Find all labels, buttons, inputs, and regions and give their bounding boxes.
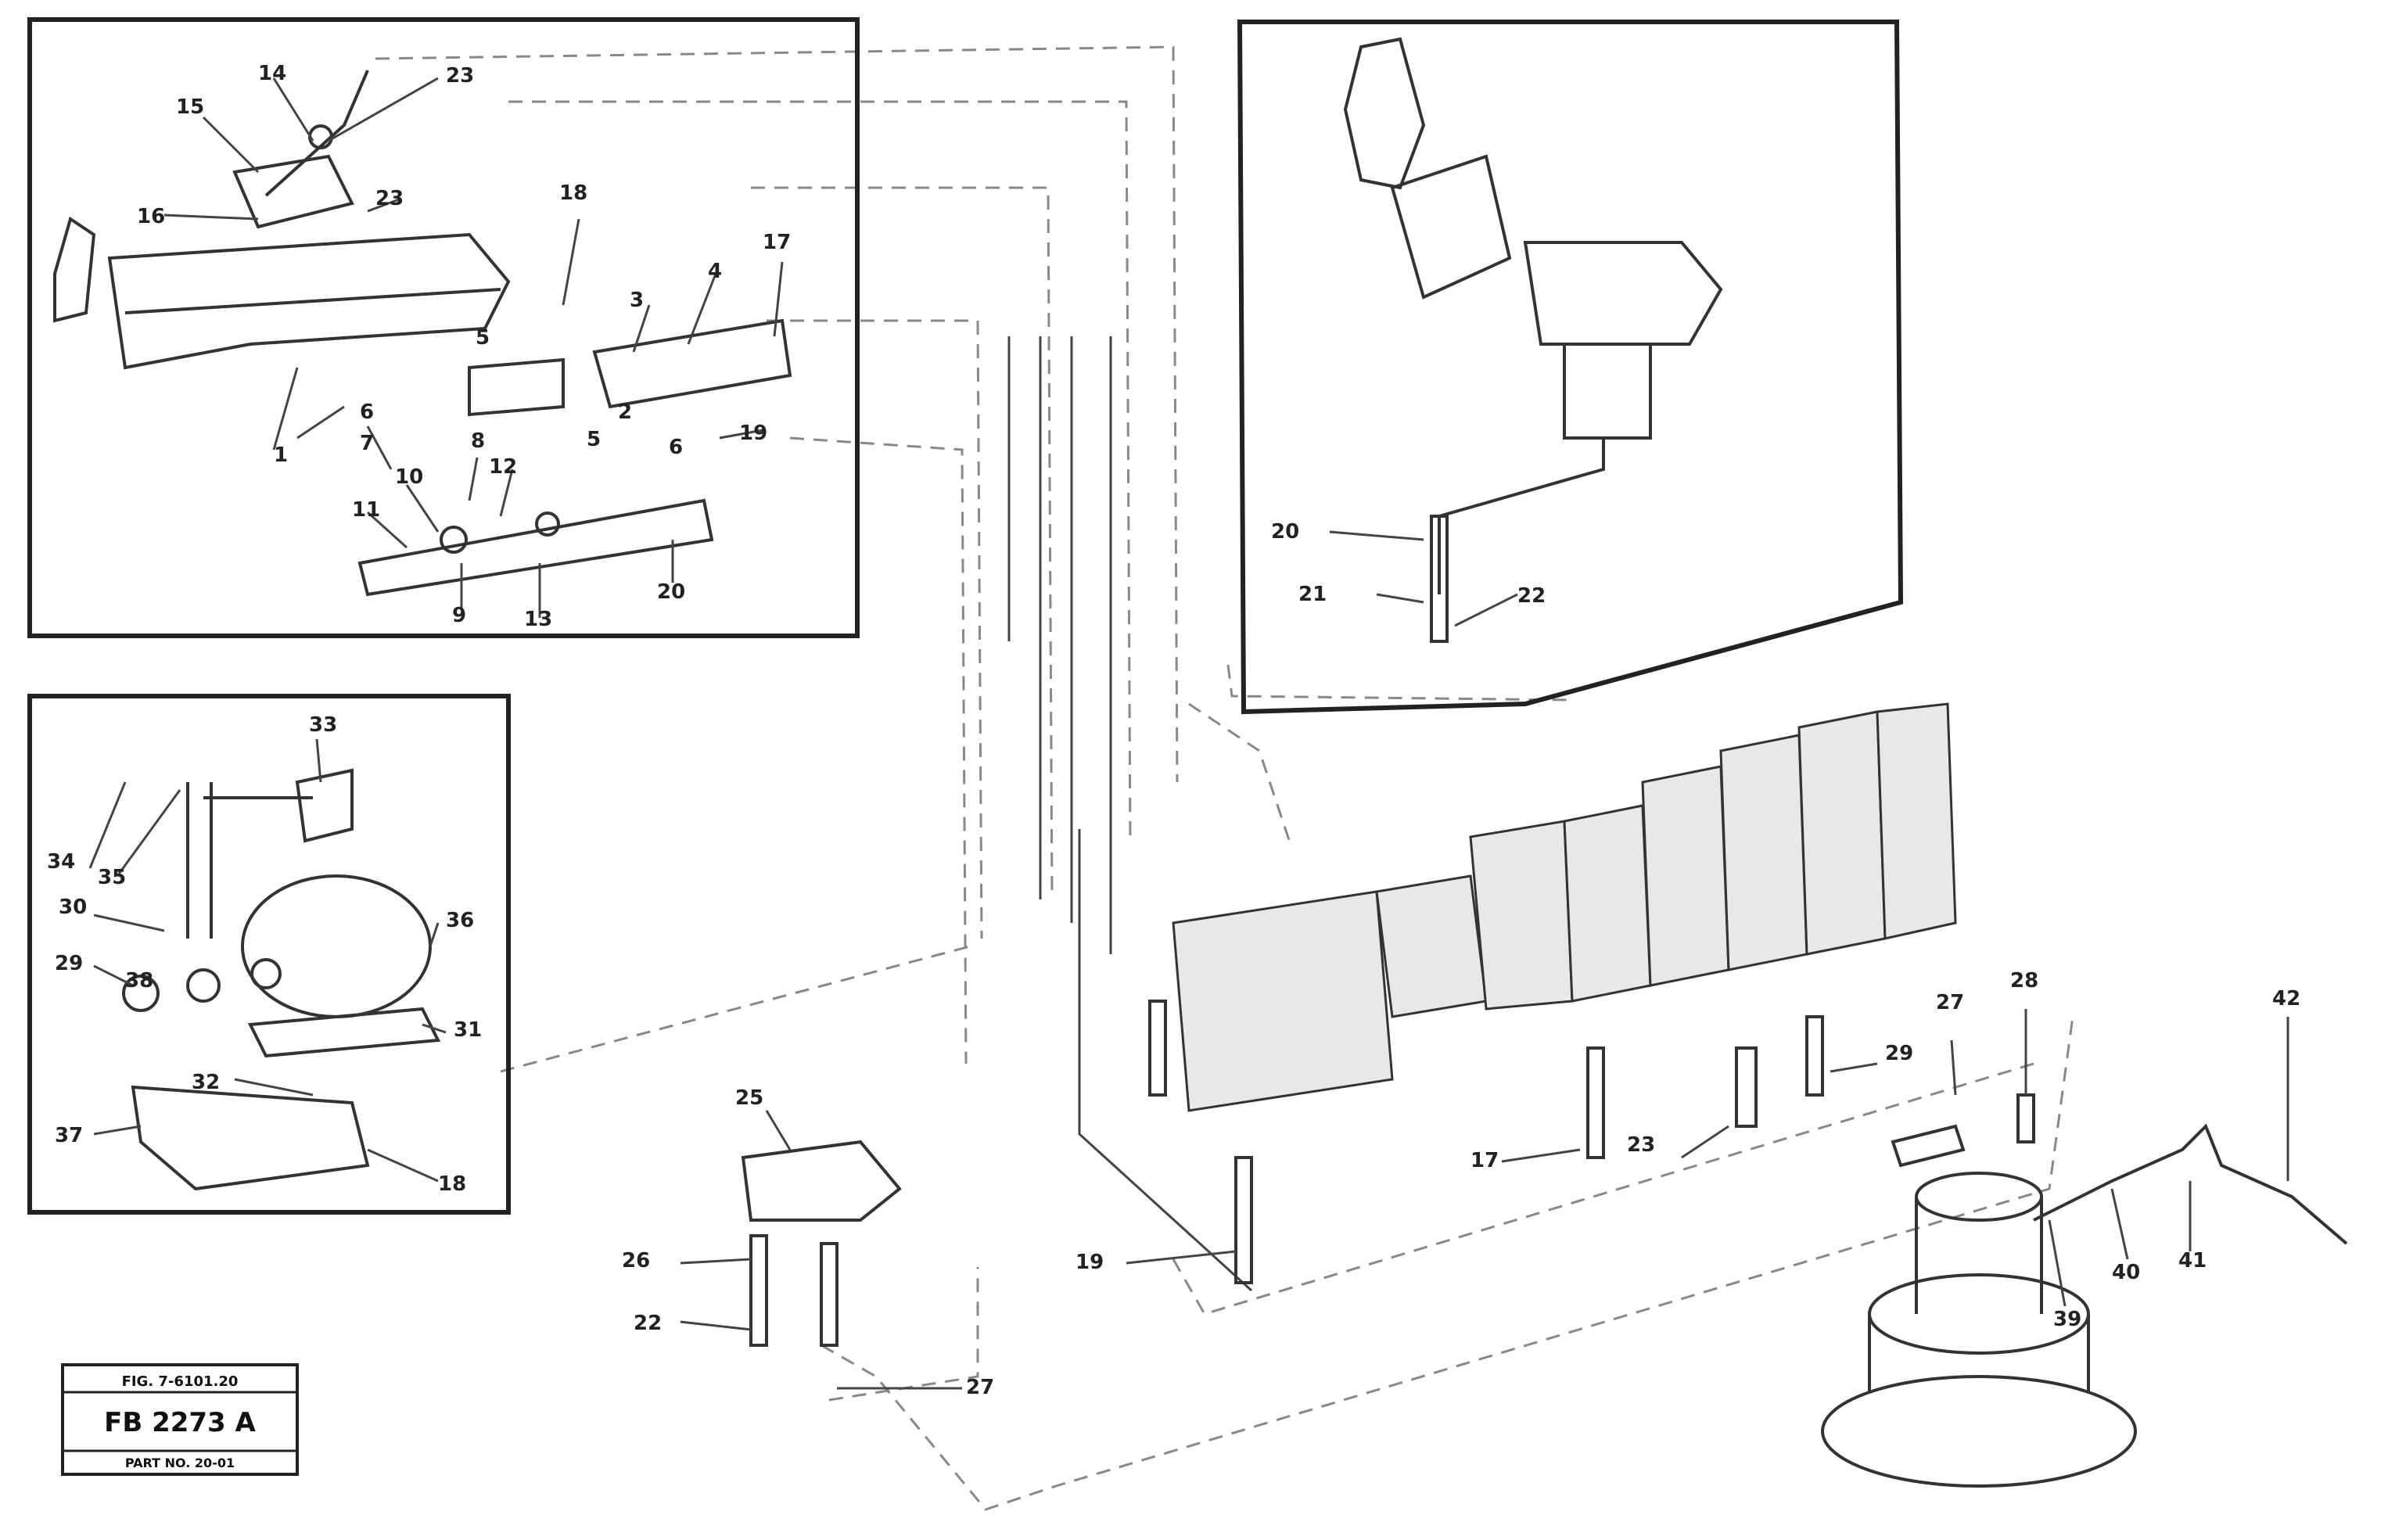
callout-19: 19	[739, 422, 767, 445]
callout-18: 18	[438, 1172, 466, 1196]
callout-23: 23	[1627, 1133, 1655, 1157]
callout-27: 27	[966, 1376, 994, 1399]
bracket	[295, 768, 354, 843]
callout-31: 31	[454, 1018, 482, 1042]
control-lever	[1343, 37, 1426, 190]
pipe-loop	[131, 1085, 370, 1191]
callout-12: 12	[489, 455, 517, 479]
callout-28: 28	[2010, 969, 2038, 993]
callout-5: 5	[476, 326, 490, 350]
swing-motor	[1821, 1017, 2348, 1488]
callout-29: 29	[55, 952, 83, 975]
callout-42: 42	[2272, 987, 2300, 1011]
inset-frame	[27, 694, 511, 1215]
callout-9: 9	[452, 604, 466, 627]
stamp-frame	[61, 1363, 299, 1476]
callout-14: 14	[258, 62, 286, 85]
callout-39: 39	[2053, 1308, 2081, 1331]
main-control-valve	[1126, 702, 2035, 1284]
callout-17: 17	[763, 231, 791, 254]
pilot-valve-body	[1563, 343, 1652, 440]
callout-19: 19	[1075, 1251, 1104, 1274]
callout-26: 26	[622, 1249, 650, 1273]
callout-21: 21	[1298, 583, 1327, 606]
callout-13: 13	[524, 608, 552, 631]
callouts-center: 25 26 22 27	[622, 1086, 994, 1399]
callout-36: 36	[446, 909, 474, 932]
callout-6: 6	[669, 436, 683, 459]
callouts-center-right: 17 23 29 27 28 19	[1075, 969, 2038, 1274]
accumulator	[241, 874, 432, 1018]
callout-37: 37	[55, 1124, 83, 1147]
callouts-top-right: 20 21 22	[1271, 520, 1546, 608]
callouts-top-left: 14 15 16 23 23 18 17 4 3 5 2 6 6 7 8 5 9…	[137, 62, 791, 631]
valve-cover	[741, 1140, 902, 1222]
inset-frame	[27, 17, 860, 638]
valve-block	[592, 318, 792, 409]
callout-22: 22	[634, 1312, 662, 1335]
callout-6: 6	[360, 400, 374, 424]
pedal-lever	[232, 154, 354, 229]
callout-1: 1	[274, 443, 288, 467]
callout-29: 29	[1885, 1042, 1913, 1065]
inset-middle-left	[27, 694, 511, 1215]
valve-section-1	[1172, 890, 1394, 1112]
callout-10: 10	[395, 465, 423, 489]
stamp-top-label: FIG. 7-6101.20	[122, 1373, 239, 1390]
callout-30: 30	[59, 896, 87, 919]
callout-41: 41	[2178, 1249, 2207, 1273]
callouts-middle-left: 33 34 35 36 30 29 31 32 37 18 38	[47, 713, 482, 1196]
pilot-valve-assembly	[680, 1110, 962, 1390]
stamp-bottom-label: PART NO. 20-01	[125, 1456, 235, 1470]
pilot-valve-plate	[1523, 241, 1723, 346]
callout-25: 25	[735, 1086, 763, 1110]
callout-16: 16	[137, 205, 165, 228]
callout-32: 32	[192, 1071, 220, 1094]
callout-11: 11	[352, 498, 380, 522]
inset-top-left	[27, 17, 860, 638]
inset-frame	[1237, 20, 1904, 715]
callout-22: 22	[1517, 584, 1546, 608]
callout-40: 40	[2112, 1261, 2140, 1284]
callout-33: 33	[309, 713, 337, 737]
pedal-plate	[53, 216, 96, 323]
callout-23: 23	[375, 187, 404, 210]
callout-20: 20	[1271, 520, 1299, 544]
callout-18: 18	[559, 181, 587, 205]
callout-2: 2	[618, 400, 632, 424]
callout-4: 4	[708, 260, 722, 283]
stamp-main-label: FB 2273 A	[104, 1407, 256, 1438]
hydraulic-lines	[375, 45, 2074, 1511]
linkage-rod	[357, 498, 714, 597]
swing-hose	[2033, 1123, 2348, 1245]
callout-15: 15	[176, 95, 204, 119]
callout-27: 27	[1936, 991, 1964, 1014]
reference-stamp: FIG. 7-6101.20 FB 2273 A PART NO. 20-01	[61, 1363, 299, 1476]
callout-35: 35	[98, 866, 126, 889]
callout-5: 5	[587, 428, 601, 451]
pedal-bracket	[107, 232, 511, 370]
callout-34: 34	[47, 850, 75, 874]
callout-3: 3	[630, 289, 644, 312]
callout-20: 20	[657, 580, 685, 604]
inset-top-right	[1237, 20, 1904, 715]
valve-section-end	[1876, 702, 1957, 940]
callouts-right: 42 39 40 41	[2053, 987, 2300, 1331]
motor-flange	[1821, 1375, 2137, 1488]
callout-38: 38	[125, 969, 153, 993]
callout-23: 23	[446, 64, 474, 88]
callout-17: 17	[1471, 1149, 1499, 1172]
callout-8: 8	[471, 429, 485, 453]
lever-boot	[1390, 154, 1512, 300]
callout-7: 7	[360, 432, 374, 455]
